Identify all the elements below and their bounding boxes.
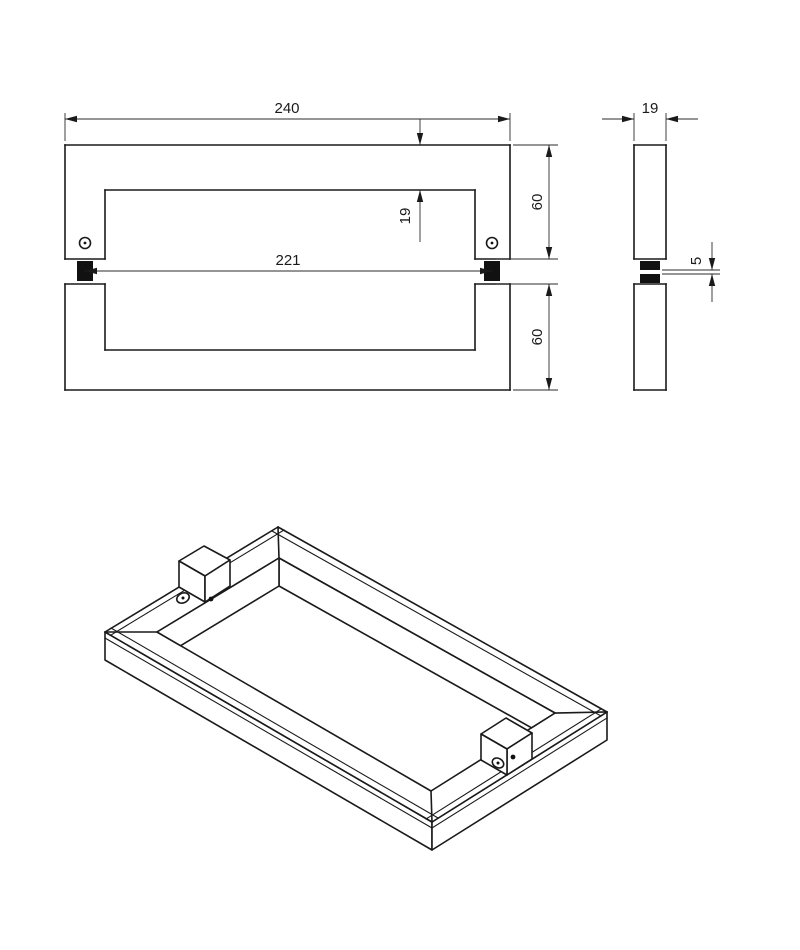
screw-hole-left <box>78 236 92 250</box>
dim-post-center-distance-value: 221 <box>275 252 300 269</box>
dim-depth: 19 <box>602 100 698 141</box>
dim-upper-height-value: 60 <box>529 194 546 211</box>
dim-gap-value: 5 <box>688 257 705 265</box>
iso-mitre-lines <box>104 526 608 823</box>
iso-screw-hole-upper-center <box>181 596 185 600</box>
side-outline <box>633 144 667 391</box>
dim-overall-length-value: 240 <box>274 100 299 117</box>
dim-lower-height-value: 60 <box>529 329 546 346</box>
iso-spacer-dot-lower <box>510 754 516 760</box>
iso-side-face-front-left <box>104 631 433 851</box>
front-view: 240 19 221 60 <box>64 100 558 391</box>
dim-depth-value: 19 <box>642 100 659 117</box>
isometric-view <box>104 526 608 851</box>
iso-inner-wall-far-left <box>156 557 280 647</box>
screw-hole-right-center <box>490 241 494 245</box>
iso-screw-hole-lower <box>491 757 505 769</box>
front-inner-outline <box>104 189 476 351</box>
side-view: 19 5 <box>602 100 720 391</box>
side-post-upper <box>640 261 660 270</box>
iso-inner-wall-far-right <box>278 557 556 729</box>
iso-mounting-post-upper <box>178 545 231 603</box>
screw-hole-left-center <box>83 241 87 245</box>
iso-screw-hole-lower-center <box>496 761 500 765</box>
dim-post-center-distance: 221 <box>85 252 492 275</box>
side-post-lower <box>640 274 660 283</box>
dim-lower-height: 60 <box>496 283 558 391</box>
dim-profile-width: 19 <box>397 119 424 242</box>
dim-overall-length: 240 <box>64 100 511 141</box>
dim-profile-width-value: 19 <box>397 208 414 225</box>
dim-gap: 5 <box>662 242 720 302</box>
dim-upper-height: 60 <box>496 144 558 260</box>
front-outer-outline <box>64 144 511 391</box>
iso-mounting-post-lower <box>480 717 533 776</box>
screw-hole-right <box>485 236 499 250</box>
iso-screw-hole-upper <box>175 592 191 604</box>
iso-spacer-dot-upper <box>208 596 214 602</box>
